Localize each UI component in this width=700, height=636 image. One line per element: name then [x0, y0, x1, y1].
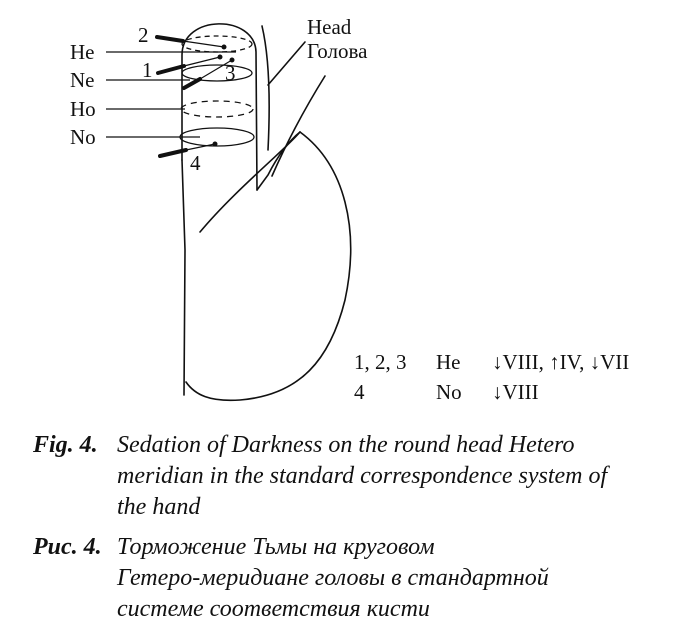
needle-points: [212, 44, 235, 147]
legend-points: 4: [354, 380, 365, 404]
hand-diagram: Head Голова He Ne Ho No 2 1 3 4: [70, 15, 368, 402]
label-point-4: 4: [190, 151, 201, 175]
palm-inner-line: [199, 131, 301, 233]
head-pointer-line: [267, 41, 306, 86]
label-ne: Ne: [70, 68, 95, 92]
needle-2: [155, 35, 185, 43]
needle-1-tip: [183, 56, 221, 67]
head-side-line: [271, 75, 326, 177]
label-head-en: Head: [307, 15, 352, 39]
legend-meridian: He: [436, 350, 461, 374]
caption-ru-line: Торможение Тьмы на круговом: [117, 534, 435, 560]
point-dot-1: [217, 54, 223, 60]
caption-en-number: Fig. 4.: [33, 432, 98, 458]
needle-4-tip: [185, 143, 216, 151]
thumb-outline: [181, 23, 258, 191]
ring-he: [181, 35, 253, 53]
label-point-3: 3: [225, 61, 236, 85]
hand-outline: [181, 23, 352, 402]
needle-1: [156, 64, 186, 75]
caption-english: Fig. 4. Sedation of Darkness on the round…: [33, 430, 673, 523]
caption-ru-line: Гетеро-меридиане головы в стандартной: [117, 565, 549, 591]
leader-lines: [106, 51, 236, 138]
point-dot-3: [229, 57, 235, 63]
caption-en-line: the hand: [117, 494, 201, 520]
legend-points: 1, 2, 3: [354, 350, 407, 374]
needle-3: [182, 77, 202, 90]
point-dot-4: [212, 141, 218, 147]
needles: [155, 35, 233, 158]
legend-effect: ↓VIII, ↑IV, ↓VII: [492, 350, 630, 374]
caption-ru-line: системе соответствия кисти: [117, 596, 430, 622]
label-head-ru: Голова: [307, 39, 368, 63]
label-he: He: [70, 40, 95, 64]
needle-4: [158, 148, 188, 158]
label-point-2: 2: [138, 23, 149, 47]
needle-3-tip: [199, 59, 233, 80]
ring-ne: [181, 64, 253, 82]
caption-en-text: Sedation of Darkness on the round head H…: [117, 430, 657, 523]
label-no: No: [70, 125, 96, 149]
legend-row: 1, 2, 3 He ↓VIII, ↑IV, ↓VII: [354, 350, 629, 375]
caption-en-line: Sedation of Darkness on the round head H…: [117, 432, 575, 458]
head-bracket: [261, 25, 270, 151]
needle-2-tip: [182, 40, 225, 48]
label-ho: Ho: [70, 97, 96, 121]
ring-ho: [180, 100, 254, 118]
label-point-1: 1: [142, 58, 153, 82]
legend-row: 4 No ↓VIII: [354, 380, 539, 405]
caption-ru-number: Рис. 4.: [33, 534, 102, 560]
caption-en-line: meridian in the standard correspondence …: [117, 463, 608, 489]
legend-effect: ↓VIII: [492, 380, 539, 404]
point-dot-2: [221, 44, 227, 50]
palm-outline: [185, 131, 352, 402]
legend-meridian: No: [436, 380, 462, 404]
hand-left-contour: [181, 159, 186, 396]
